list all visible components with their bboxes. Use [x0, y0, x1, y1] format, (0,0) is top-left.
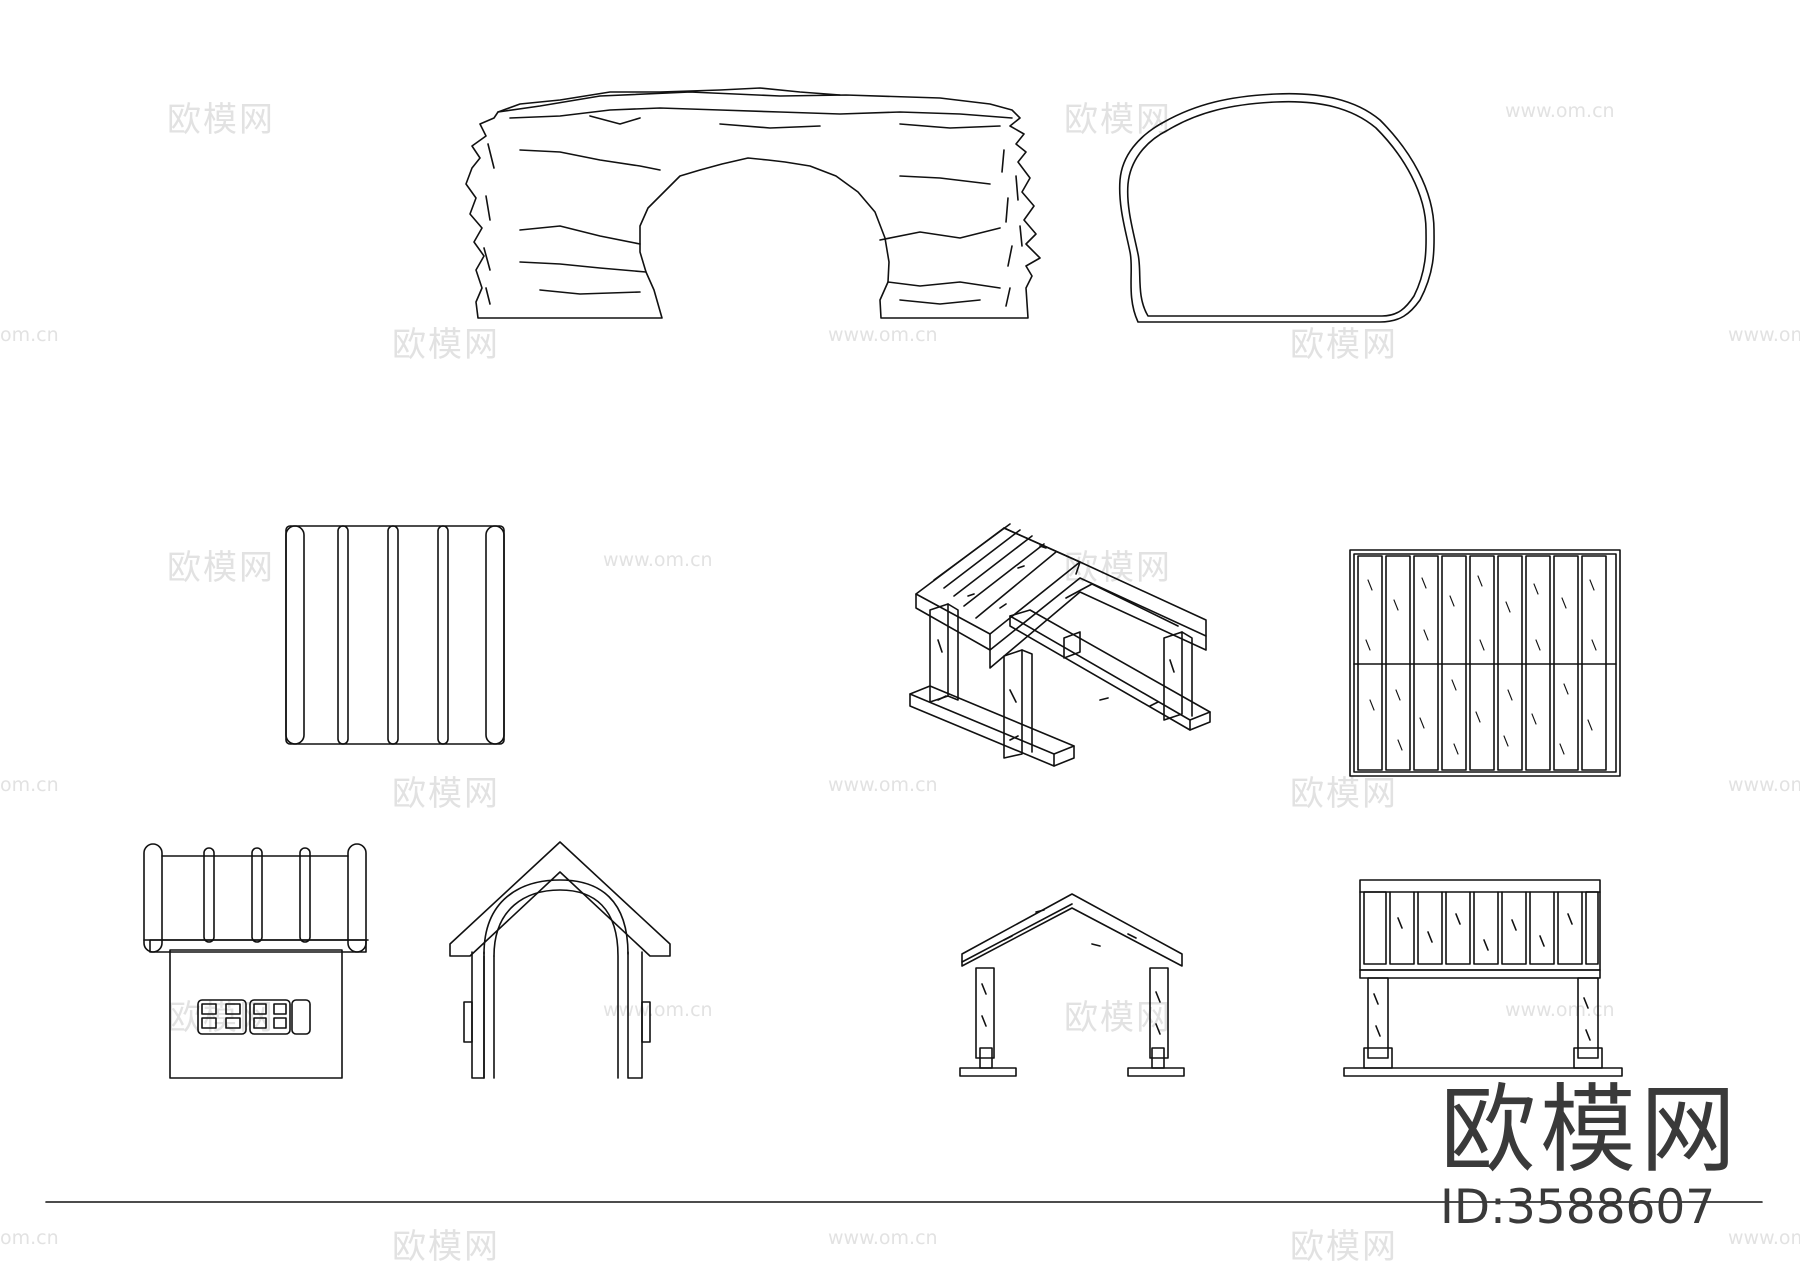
arch-gable-elevation — [449, 841, 671, 1079]
log-tunnel-elevation — [465, 87, 1041, 319]
watermark-brand: 欧模网 — [1064, 998, 1172, 1038]
watermark-url: www.om.cn — [1728, 774, 1800, 796]
watermark-brand: 欧模网 — [167, 100, 275, 140]
watermark-url: www.om.cn — [1505, 100, 1615, 122]
brand-logo: 欧模网 ID:3588607 — [1440, 1082, 1740, 1231]
watermark-url: www.om.cn — [828, 324, 938, 346]
watermark-brand: 欧模网 — [1064, 548, 1172, 588]
gable-pavilion-isometric — [909, 523, 1211, 767]
open-pavilion-front-elevation — [959, 893, 1185, 1077]
brand-name: 欧模网 — [1440, 1074, 1740, 1186]
watermark-url: www.om.cn — [828, 774, 938, 796]
watermark-url: www.om.cn — [603, 999, 713, 1021]
pavilion-side-elevation — [1343, 879, 1623, 1077]
watermark-url: www.om.cn — [1728, 1227, 1800, 1249]
watermark-url: www.om.cn — [603, 549, 713, 571]
watermark-url: om.cn — [0, 774, 59, 796]
watermark-brand: 欧模网 — [1290, 1227, 1398, 1267]
boulder-outline — [1118, 92, 1435, 323]
watermark-brand: 欧模网 — [1290, 774, 1398, 814]
slide-tube-plan — [285, 525, 505, 745]
watermark-brand: 欧模网 — [392, 774, 500, 814]
watermark-brand: 欧模网 — [392, 325, 500, 365]
watermark-url: om.cn — [0, 1227, 59, 1249]
watermark-url: www.om.cn — [1728, 324, 1800, 346]
watermark-brand: 欧模网 — [1064, 100, 1172, 140]
watermark-brand: 欧模网 — [1290, 325, 1398, 365]
roof-plank-plan — [1349, 549, 1621, 777]
small-hut-elevation — [143, 843, 369, 1079]
watermark-url: om.cn — [0, 324, 59, 346]
hut-windows — [197, 999, 311, 1035]
watermark-url: www.om.cn — [828, 1227, 938, 1249]
watermark-brand: 欧模网 — [167, 548, 275, 588]
watermark-brand: 欧模网 — [392, 1227, 500, 1267]
model-id: ID:3588607 — [1440, 1180, 1716, 1235]
